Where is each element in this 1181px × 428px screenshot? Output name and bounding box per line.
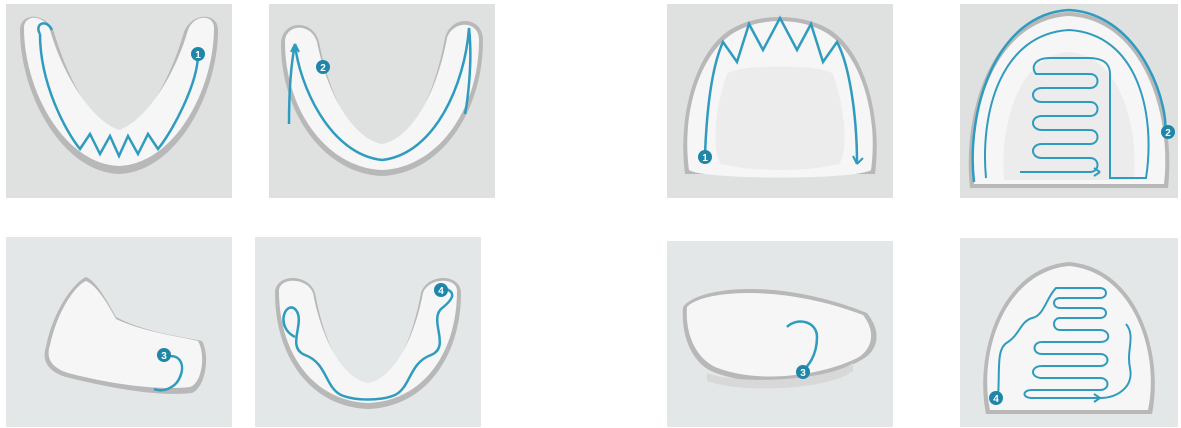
upper-arch-illustration: 1 — [667, 4, 893, 198]
step-badge: 1 — [191, 47, 205, 61]
step-number: 2 — [320, 63, 326, 74]
scan-panel-lower-zigzag: 1 — [6, 4, 232, 198]
step-number: 4 — [993, 394, 999, 405]
step-badge: 1 — [698, 150, 712, 164]
scan-panel-upper-hook: 3 — [667, 241, 893, 427]
step-number: 4 — [438, 286, 444, 297]
scan-panel-upper-vault: 4 — [960, 238, 1178, 427]
step-number: 1 — [702, 153, 708, 164]
lower-arch-illustration: 2 — [269, 4, 495, 198]
step-badge: 3 — [796, 365, 810, 379]
lower-arch-illustration: 1 — [6, 4, 232, 198]
step-number: 3 — [800, 368, 806, 379]
lower-arch-illustration: 3 — [6, 237, 232, 427]
upper-arch-illustration: 3 — [667, 241, 893, 427]
step-number: 1 — [195, 50, 201, 61]
scan-panel-lower-wave: 4 — [255, 237, 481, 427]
upper-arch-illustration: 4 — [960, 238, 1178, 427]
step-badge: 3 — [157, 348, 171, 362]
lower-arch-illustration: 4 — [255, 237, 481, 427]
scan-panel-lower-hook: 3 — [6, 237, 232, 427]
scan-panel-upper-serpentine: 2 — [960, 4, 1178, 198]
step-badge: 2 — [316, 60, 330, 74]
palate — [716, 67, 845, 171]
step-number: 3 — [161, 351, 167, 362]
step-number: 2 — [1165, 128, 1171, 139]
step-badge: 2 — [1161, 125, 1175, 139]
scan-panel-lower-arc: 2 — [269, 4, 495, 198]
scan-panel-upper-zigzag: 1 — [667, 4, 893, 198]
upper-arch-illustration: 2 — [960, 4, 1178, 198]
step-badge: 4 — [989, 391, 1003, 405]
step-badge: 4 — [434, 283, 448, 297]
